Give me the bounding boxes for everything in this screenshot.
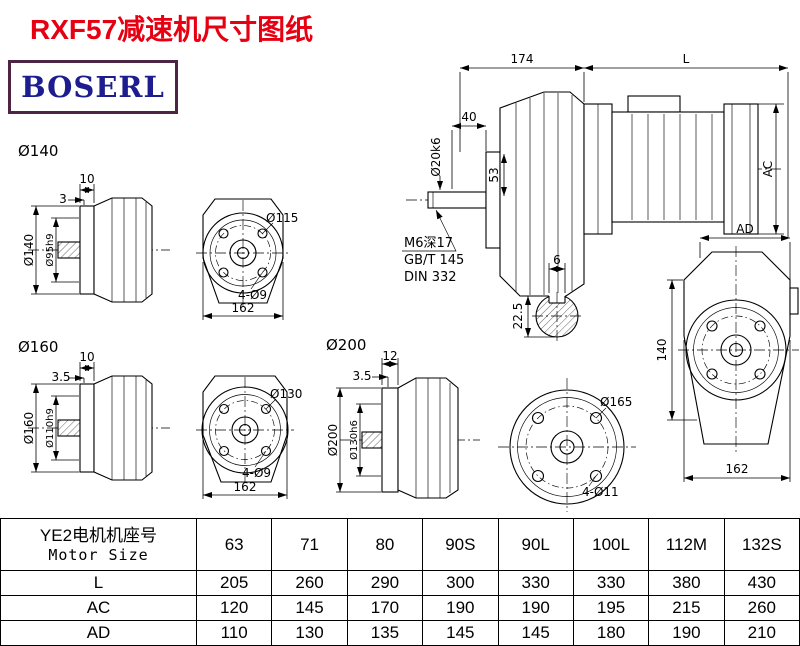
note-din: DIN 332 xyxy=(404,270,457,285)
table-cell: 190 xyxy=(497,595,574,621)
page-title: RXF57减速机尺寸图纸 xyxy=(30,14,314,45)
note-thread: M6深17 xyxy=(404,236,453,251)
dim-flange160-thickness: 10 xyxy=(79,350,94,364)
dim-flange140-bolt-circle: Ø115 xyxy=(266,211,298,225)
table-cell: 260 xyxy=(271,570,348,596)
table-cell: 130 xyxy=(271,620,348,646)
motor-size-col: 71 xyxy=(271,518,348,571)
row-label-L: L xyxy=(0,570,197,596)
dim-flange200-bolt-circle: Ø165 xyxy=(600,395,632,409)
flange160-label: Ø160 xyxy=(18,338,58,356)
table-cell: 135 xyxy=(346,620,424,646)
dim-flange200-spigot-dia: Ø130h6 xyxy=(348,420,360,460)
motor-size-col: 112M xyxy=(648,518,725,571)
table-cell: 205 xyxy=(195,570,273,596)
dim-main-shaft-dia: Ø20k6 xyxy=(429,137,443,176)
dim-main-40: 40 xyxy=(461,110,476,124)
dim-main-174: 174 xyxy=(511,52,534,66)
table-cell: 110 xyxy=(195,620,273,646)
dim-main-53: 53 xyxy=(487,167,501,182)
dim-flange160-spigot-dia: Ø110h9 xyxy=(44,408,56,448)
note-gbt: GB/T 145 xyxy=(404,253,464,268)
table-cell: 260 xyxy=(723,595,800,621)
table-cell: 145 xyxy=(271,595,348,621)
dim-flange200-spigot-depth: 3.5 xyxy=(352,369,371,383)
table-row-A-C: AC 120 145 170 190 190 195 215 260 xyxy=(0,595,800,621)
dim-flange140-width: 162 xyxy=(232,301,255,315)
dim-flange200-thickness: 12 xyxy=(382,349,397,363)
dimension-table: YE2电机机座号 Motor Size 63 71 80 90S 90L 100… xyxy=(0,518,800,646)
flange200-label: Ø200 xyxy=(326,336,366,354)
dim-flange160-bolt-circle: Ø130 xyxy=(270,387,302,401)
table-header-en: Motor Size xyxy=(48,545,149,564)
dim-key-height: 22.5 xyxy=(511,303,525,330)
flange140-side-view: Ø140 10 3 Ø140 Ø95h9 xyxy=(18,142,170,303)
table-cell: 190 xyxy=(648,620,725,646)
flange200-front-view: Ø165 4-Ø11 xyxy=(498,378,636,512)
motor-size-col: 90S xyxy=(422,518,499,571)
flange160-front-view: Ø130 4-Ø9 162 xyxy=(196,375,302,499)
dim-main-AC: AC xyxy=(761,161,775,177)
table-cell: 145 xyxy=(422,620,499,646)
table-cell: 170 xyxy=(346,595,424,621)
dim-flange140-spigot-dia: Ø95h9 xyxy=(44,233,56,266)
motor-size-col: 63 xyxy=(195,518,273,571)
table-cell: 430 xyxy=(723,570,800,596)
dim-flange160-holes: 4-Ø9 xyxy=(242,466,271,480)
dim-main-AD: AD xyxy=(736,222,753,236)
dim-flange160-width: 162 xyxy=(234,480,257,494)
output-flange-view: AD 140 162 xyxy=(655,222,799,482)
row-label-AD: AD xyxy=(0,620,197,646)
dim-flange140-outer-dia: Ø140 xyxy=(22,234,36,266)
boserl-logo: BOSERL xyxy=(8,60,178,114)
motor-size-col: 80 xyxy=(346,518,424,571)
table-cell: 190 xyxy=(422,595,499,621)
flange200-side-view: Ø200 12 3.5 Ø200 Ø130h6 xyxy=(326,336,480,499)
table-cell: 180 xyxy=(572,620,650,646)
table-cell: 120 xyxy=(195,595,273,621)
technical-drawing: Ø140 10 3 Ø140 Ø95h9 xyxy=(18,52,799,512)
table-row-AD: AD 110 130 135 145 145 180 190 210 xyxy=(0,620,800,646)
dim-flange200-outer-dia: Ø200 xyxy=(326,424,340,456)
table-cell: 300 xyxy=(422,570,499,596)
table-cell: 380 xyxy=(648,570,725,596)
table-cell: 215 xyxy=(648,595,725,621)
main-side-view: 174 L 40 Ø20k6 53 AC M6深17 GB/T 145 DIN … xyxy=(402,52,789,297)
shaft-end-detail: 6 22.5 xyxy=(511,253,584,341)
dim-main-140: 140 xyxy=(655,339,669,362)
dim-main-L: L xyxy=(683,52,690,66)
table-header-row: YE2电机机座号 Motor Size 63 71 80 90S 90L 100… xyxy=(0,518,800,571)
motor-size-col: 132S xyxy=(723,518,800,571)
row-label-AC: AC xyxy=(0,595,197,621)
table-cell: 330 xyxy=(572,570,650,596)
table-row-L: L 205 260 290 300 330 330 380 430 xyxy=(0,570,800,596)
motor-size-col: 90L xyxy=(497,518,574,571)
boserl-logo-text: BOSERL xyxy=(21,70,165,104)
flange160-side-view: Ø160 10 3.5 Ø160 Ø110h9 xyxy=(18,338,170,481)
dim-flange160-spigot-depth: 3.5 xyxy=(51,370,70,384)
table-header-cn: YE2电机机座号 xyxy=(39,525,158,545)
motor-size-col: 100L xyxy=(572,518,650,571)
table-cell: 210 xyxy=(723,620,800,646)
dim-flange140-spigot-depth: 3 xyxy=(59,192,67,206)
table-cell: 145 xyxy=(497,620,574,646)
table-header-motor-size: YE2电机机座号 Motor Size xyxy=(0,518,197,571)
table-cell: 290 xyxy=(346,570,424,596)
table-cell: 330 xyxy=(497,570,574,596)
dim-flange200-holes: 4-Ø11 xyxy=(582,485,619,499)
table-cell: 195 xyxy=(572,595,650,621)
dim-key-width: 6 xyxy=(553,253,561,267)
flange140-front-view: Ø115 4-Ø9 162 xyxy=(196,198,298,320)
dim-flange160-outer-dia: Ø160 xyxy=(22,412,36,444)
dim-main-162: 162 xyxy=(726,462,749,476)
dim-flange140-holes: 4-Ø9 xyxy=(238,288,267,302)
dim-flange140-thickness: 10 xyxy=(79,172,94,186)
flange140-label: Ø140 xyxy=(18,142,58,160)
